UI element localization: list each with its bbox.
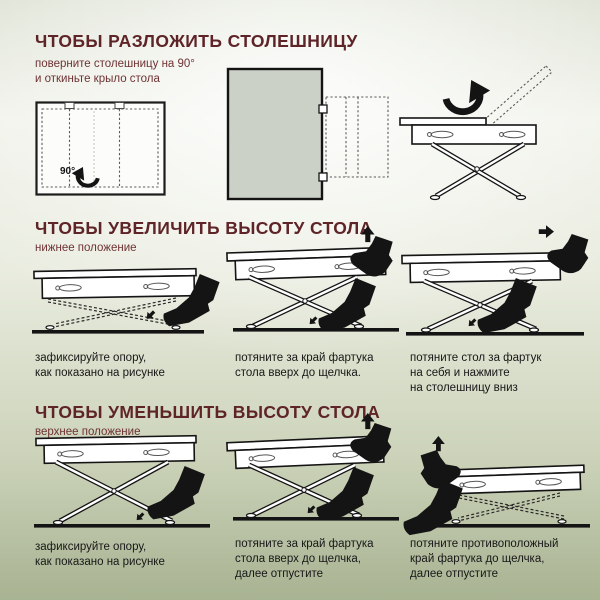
diagram-pull-and-press-down [401,225,589,336]
caption-raise-3: потяните стол за фартук на себя и нажмит… [410,352,542,394]
rotation-label: 90° [60,166,75,177]
hinge-bottom [318,172,328,182]
caption-lower-2: потяните за край фартука стола вверх до … [235,538,374,580]
diagram-pull-apron-up-high [226,413,399,521]
diagram-top-view-rotate: 90° [35,101,166,196]
arrow-up-icon [361,226,375,243]
table-legs [45,297,181,330]
boot-icon [147,466,205,520]
diagram-pull-opposite-edge [403,436,590,536]
diagram-pull-apron-up [226,226,399,332]
press-arrow-icon [306,314,320,327]
flip-arrow-icon [446,80,490,112]
table-legs [451,492,567,524]
arrow-right-icon [538,225,554,238]
press-arrow-icon [304,503,318,516]
press-arrow-icon [133,510,147,523]
press-arrow-icon [465,316,479,329]
caption-lower-3: потяните противоположный край фартука до… [410,538,559,580]
caption-raise-1: зафиксируйте опору, как показано на рису… [35,352,165,379]
arrow-up-icon [432,436,445,452]
section-title-raise: ЧТОБЫ УВЕЛИЧИТЬ ВЫСОТУ СТОЛА [35,218,373,238]
caption-lower-1: зафиксируйте опору, как показано на рису… [35,541,165,568]
diagram-table-wing-flip [399,65,553,201]
diagram-lock-support-high [34,434,210,528]
section-title-unfold: ЧТОБЫ РАЗЛОЖИТЬ СТОЛЕШНИЦУ [35,31,358,51]
section-subtitle-raise: нижнее положение [35,242,137,254]
boot-icon [318,278,376,332]
section-subtitle-lower: верхнее положение [35,426,141,438]
hinge-top [318,104,328,114]
diagram-folded-panel-wing [226,67,389,201]
arrow-up-icon [361,413,375,430]
section-title-lower: ЧТОБЫ УМЕНЬШИТЬ ВЫСОТУ СТОЛА [35,402,381,422]
boot-icon [316,467,374,521]
table-legs [429,141,527,201]
caption-raise-2: потяните за край фартука стола вверх до … [235,352,374,379]
section-subtitle-unfold: поверните столешницу на 90° и откиньте к… [35,58,195,86]
diagram-lock-support-low [32,267,220,334]
